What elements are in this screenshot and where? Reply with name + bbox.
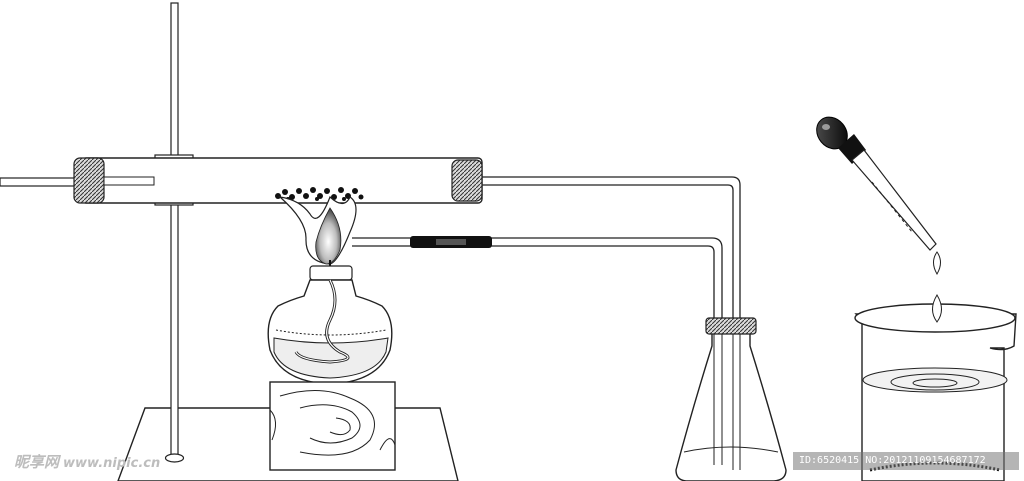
burner-flame [278,195,357,270]
alcohol-lamp [267,265,393,385]
flask-stopper [705,317,757,335]
watermark-site-name: 昵享网 [14,453,60,471]
watermark-site-url: www.nipic.cn [63,456,161,471]
watermark-image-info: ID:6520415 NO:20121109154687172 [793,452,1019,470]
delivery-tube [482,176,741,460]
right-stopper [451,159,483,202]
conical-flask [675,317,787,481]
stand-rod [164,2,185,463]
beaker [854,294,1017,481]
connector-tube [352,236,723,460]
dropper [816,116,941,275]
drop-in-beaker [932,294,942,323]
wooden-block [269,381,396,471]
heating-tube [73,157,483,204]
left-stopper [73,157,105,204]
drop-falling [933,251,941,275]
